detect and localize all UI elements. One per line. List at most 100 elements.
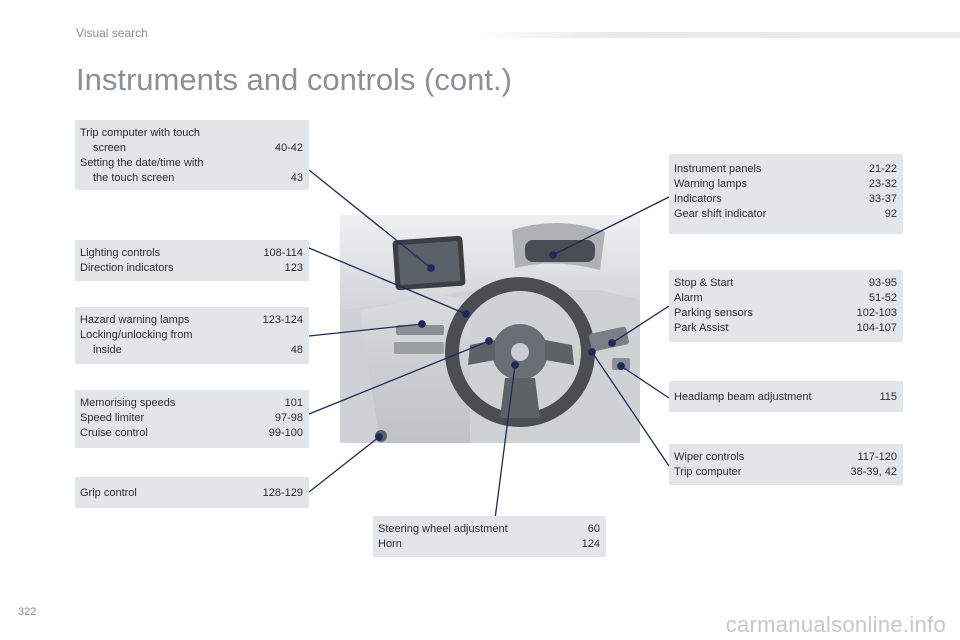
entry-page-ref: 101 [284,397,303,409]
entry-page-ref: 128-129 [262,487,303,499]
steering-wheel-spoke-right [545,340,574,365]
entry-page-ref: 124 [581,538,600,550]
entry-page-ref: 43 [290,172,303,184]
entry-page-ref: 104-107 [856,322,897,334]
entry-page-ref: 123 [284,262,303,274]
entry-label: Setting the date/time with [80,157,204,169]
header-rule [470,32,960,38]
entry-label: Locking/unlocking from [80,329,193,341]
index-entry: Trip computer with touch [80,126,303,141]
entry-page-ref: 33-37 [868,193,897,205]
leader-dot-instruments [549,251,557,259]
entry-label: Indicators [674,193,722,205]
index-entry: Hazard warning lamps 123-124 [80,313,303,328]
index-entry: the touch screen 43 [80,171,303,186]
leader-dot-steering [511,361,519,369]
steering-wheel-spoke-bottom [500,378,540,418]
climate-controls [394,342,444,354]
entry-label: Gear shift indicator [674,208,767,220]
entry-page-ref: 117-120 [857,451,897,463]
entry-label: Park Assist [674,322,729,334]
leader-dot-headlamp [617,362,625,370]
console-buttons [396,325,444,335]
section-header: Visual search [76,26,148,40]
entry-page-ref: 23-32 [868,178,897,190]
index-entry: screen 40-42 [80,141,303,156]
entry-page-ref: 92 [884,208,897,220]
index-entry: Setting the date/time with [80,156,303,171]
entry-label: Headlamp beam adjustment [674,391,812,403]
index-entry: Parking sensors 102-103 [674,306,897,321]
index-entry: Headlamp beam adjustment 115 [674,390,897,405]
box-grip-control: Grip control 128-129 [75,477,309,508]
touch-screen-display [397,241,461,285]
entry-page-ref: 51-52 [868,292,897,304]
leader-hazard [308,323,423,337]
index-entry: Direction indicators 123 [80,261,303,276]
entry-label: inside [93,344,122,356]
brand-logo [511,343,529,361]
index-entry: inside 48 [80,343,303,358]
leader-dot-stopstart [608,339,616,347]
index-entry: Steering wheel adjustment 60 [378,522,600,537]
entry-label: Wiper controls [674,451,745,463]
index-entry: Warning lamps 23-32 [674,177,897,192]
index-entry: Gear shift indicator 92 [674,207,897,222]
leader-stopstart [611,305,670,344]
entry-label: Parking sensors [674,307,753,319]
entry-label: Grip control [80,487,137,499]
leader-speeds [308,340,490,415]
entry-page-ref: 40-42 [274,142,303,154]
index-entry: Park Assist 104-107 [674,321,897,336]
leader-steering [494,364,516,520]
leader-lighting [308,247,467,315]
entry-page-ref: 38-39, 42 [850,466,897,478]
leader-dot-grip [375,433,383,441]
entry-page-ref: 108-114 [263,247,303,259]
leader-dot-lighting [462,310,470,318]
entry-label: Instrument panels [674,163,762,175]
entry-label: Steering wheel adjustment [378,523,508,535]
entry-label: Speed limiter [80,412,145,424]
right-vent [589,326,629,352]
index-entry: Alarm 51-52 [674,291,897,306]
entry-label: Stop & Start [674,277,734,289]
entry-page-ref: 93-95 [868,277,897,289]
leader-dot-speeds [485,337,493,345]
entry-page-ref: 102-103 [856,307,897,319]
entry-label: Direction indicators [80,262,174,274]
entry-label: the touch screen [93,172,175,184]
leader-grip [308,436,380,493]
page-number: 322 [18,606,37,618]
box-headlamp-beam: Headlamp beam adjustment 115 [669,381,903,412]
leader-dot-trip-touch [427,264,435,272]
entry-page-ref: 123-124 [262,314,303,326]
entry-label: Trip computer with touch [80,127,201,139]
page-title: Instruments and controls (cont.) [76,62,512,97]
entry-label: screen [93,142,127,154]
entry-label: Alarm [674,292,703,304]
entry-label: Cruise control [80,427,148,439]
entry-label: Horn [378,538,402,550]
leader-lines [308,169,670,520]
entry-label: Hazard warning lamps [80,314,190,326]
entry-page-ref: 60 [587,523,600,535]
entry-label: Warning lamps [674,178,747,190]
index-entry: Grip control 128-129 [80,486,303,501]
entry-label: Trip computer [674,466,742,478]
entry-page-ref: 48 [290,344,303,356]
watermark: carmanualsonline.info [725,612,946,637]
entry-page-ref: 115 [879,391,897,403]
